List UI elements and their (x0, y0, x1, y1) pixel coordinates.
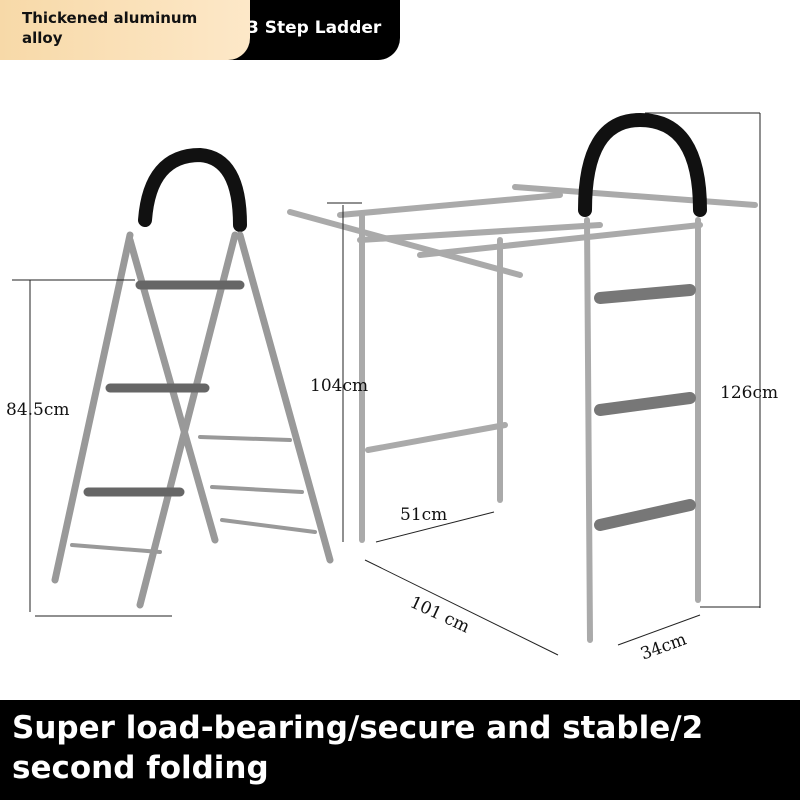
rack-ladder-image (287, 112, 758, 643)
dimension-folded-height: 84.5cm (6, 400, 70, 420)
material-tag: Thickened aluminum alloy (0, 0, 250, 60)
model-tag-text: 3 Step Ladder (247, 18, 382, 38)
product-illustration (12, 112, 761, 656)
slogan-banner: Super load-bearing/secure and stable/2 s… (0, 700, 800, 800)
slogan-text: Super load-bearing/secure and stable/2 s… (12, 710, 704, 786)
dimension-total-height: 126cm (720, 383, 779, 403)
dimension-lines (12, 112, 761, 656)
material-tag-text: Thickened aluminum alloy (22, 9, 198, 47)
step-ladder-image (51, 147, 334, 609)
dimension-rack-depth: 51cm (400, 505, 448, 525)
dimension-rack-height: 104cm (310, 376, 369, 396)
